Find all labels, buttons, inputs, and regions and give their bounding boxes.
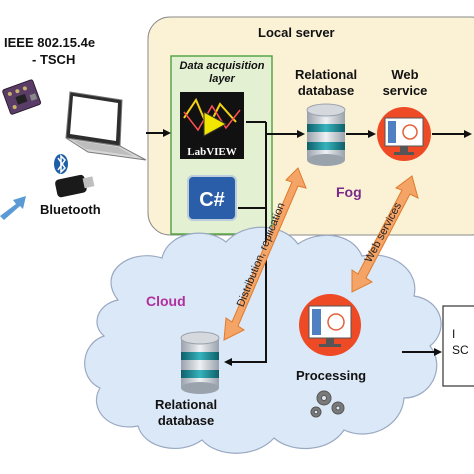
relational-db-bottom-line1: Relational bbox=[154, 397, 218, 412]
web-service-line2: service bbox=[382, 83, 428, 98]
local-server-title: Local server bbox=[258, 25, 335, 40]
csharp-icon: C# bbox=[187, 175, 237, 221]
labview-icon: LabVIEW bbox=[180, 92, 244, 159]
partial-output-box bbox=[442, 305, 474, 387]
partial-box-line1: I bbox=[452, 327, 456, 341]
gears-icon bbox=[310, 390, 345, 418]
relational-db-top-line1: Relational bbox=[294, 67, 358, 82]
database-icon bbox=[306, 103, 346, 166]
database-icon bbox=[180, 331, 220, 394]
usb-dongle-icon bbox=[55, 174, 95, 198]
daq-title-line1: Data acquisition bbox=[179, 60, 265, 72]
fog-label: Fog bbox=[336, 184, 362, 200]
labview-logo-text: LabVIEW bbox=[187, 146, 237, 158]
daq-title-line2: layer bbox=[209, 73, 235, 85]
ieee-label-line1: IEEE 802.15.4e bbox=[4, 35, 96, 50]
web-service-line1: Web bbox=[391, 67, 419, 82]
web-services-arrow bbox=[351, 175, 419, 293]
web-service-monitor-icon bbox=[299, 294, 361, 356]
csharp-logo-text: C# bbox=[199, 189, 225, 211]
bluetooth-label: Bluetooth bbox=[40, 202, 101, 217]
distribution-replication-arrow bbox=[223, 167, 307, 341]
cloud-label: Cloud bbox=[146, 293, 186, 309]
laptop-icon bbox=[65, 91, 147, 161]
web-service-monitor-icon bbox=[377, 107, 431, 161]
processing-label: Processing bbox=[296, 368, 367, 383]
relational-db-bottom-line2: database bbox=[157, 413, 215, 428]
bluetooth-link-arrow bbox=[0, 196, 26, 220]
partial-box-line2: SC bbox=[452, 343, 469, 357]
sensor-board-icon bbox=[2, 79, 42, 115]
relational-db-top-line2: database bbox=[297, 83, 355, 98]
ieee-label-line2: - TSCH bbox=[32, 52, 76, 67]
bluetooth-icon bbox=[54, 154, 68, 174]
